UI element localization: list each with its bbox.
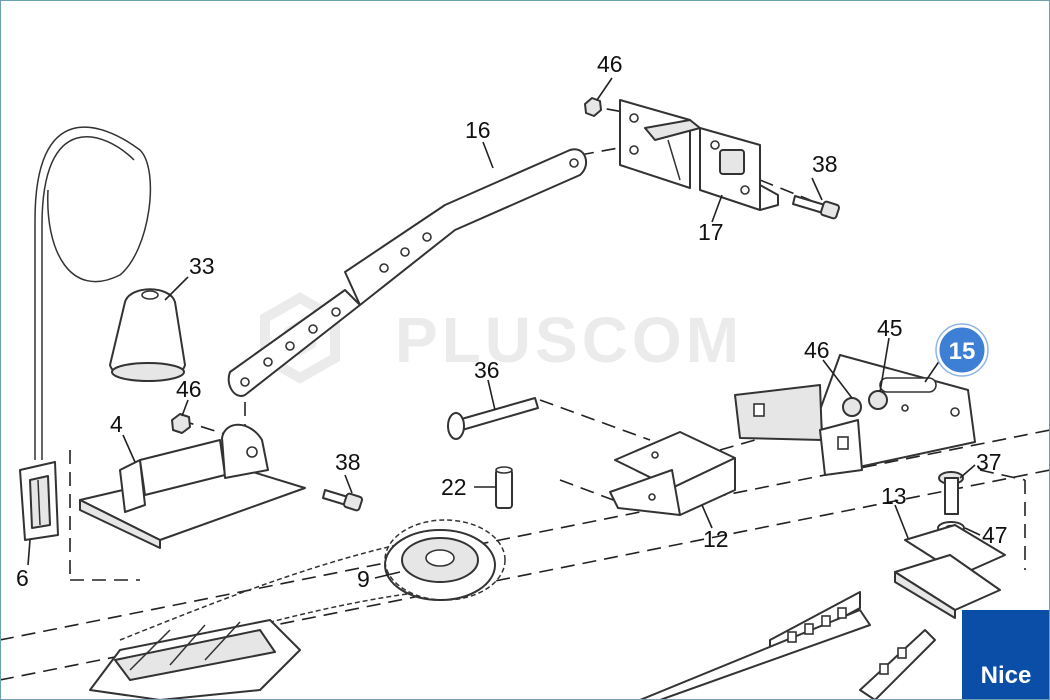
release-cable <box>34 126 152 460</box>
callout-9: 9 <box>357 566 370 592</box>
callout-labels: 46 16 38 17 33 46 4 38 36 46 45 37 22 13… <box>16 51 1008 592</box>
brand-logo-text: Nice <box>980 662 1032 689</box>
part-16-bent-arm <box>227 148 588 397</box>
screw-37 <box>938 471 964 515</box>
callout-12: 12 <box>703 526 729 552</box>
callout-6: 6 <box>16 565 29 591</box>
callout-38-top: 38 <box>812 151 838 177</box>
nut-46-top <box>584 97 602 117</box>
callout-37: 37 <box>976 449 1002 475</box>
callout-4: 4 <box>110 411 123 437</box>
callout-46-top: 46 <box>597 51 623 77</box>
screw-38-mid <box>322 489 363 512</box>
leader-lines <box>27 77 981 579</box>
part-15-trolley-bracket <box>734 354 976 476</box>
nut-46-left <box>171 413 191 434</box>
part-12-u-clip <box>609 431 736 516</box>
callout-47: 47 <box>982 522 1008 548</box>
badge-label: 15 <box>949 338 976 365</box>
callout-16: 16 <box>465 117 491 143</box>
part-33-cap <box>109 288 186 382</box>
part-36-bolt <box>447 397 539 440</box>
screw-38-top <box>792 195 840 220</box>
part-4-base-bracket <box>79 423 306 549</box>
carriage-base <box>89 619 301 700</box>
rail-section <box>639 591 936 700</box>
watermark-text: PLUSCOM <box>395 304 743 376</box>
callout-46-right: 46 <box>804 337 830 363</box>
callout-22: 22 <box>441 474 467 500</box>
part-17-hinge-bracket <box>619 99 779 211</box>
callout-36: 36 <box>474 357 500 383</box>
callout-46-left: 46 <box>176 376 202 402</box>
part-6-release-handle <box>19 461 59 541</box>
highlight-badge-15[interactable]: 15 <box>935 323 989 377</box>
part-13-rail-clamp <box>894 524 1006 619</box>
callout-13: 13 <box>881 483 907 509</box>
callout-17: 17 <box>698 219 724 245</box>
callout-38-mid: 38 <box>335 449 361 475</box>
callout-45: 45 <box>877 315 903 341</box>
part-22-pin <box>495 466 513 509</box>
callout-33: 33 <box>189 253 215 279</box>
nice-brand-logo: Nice <box>962 610 1050 700</box>
